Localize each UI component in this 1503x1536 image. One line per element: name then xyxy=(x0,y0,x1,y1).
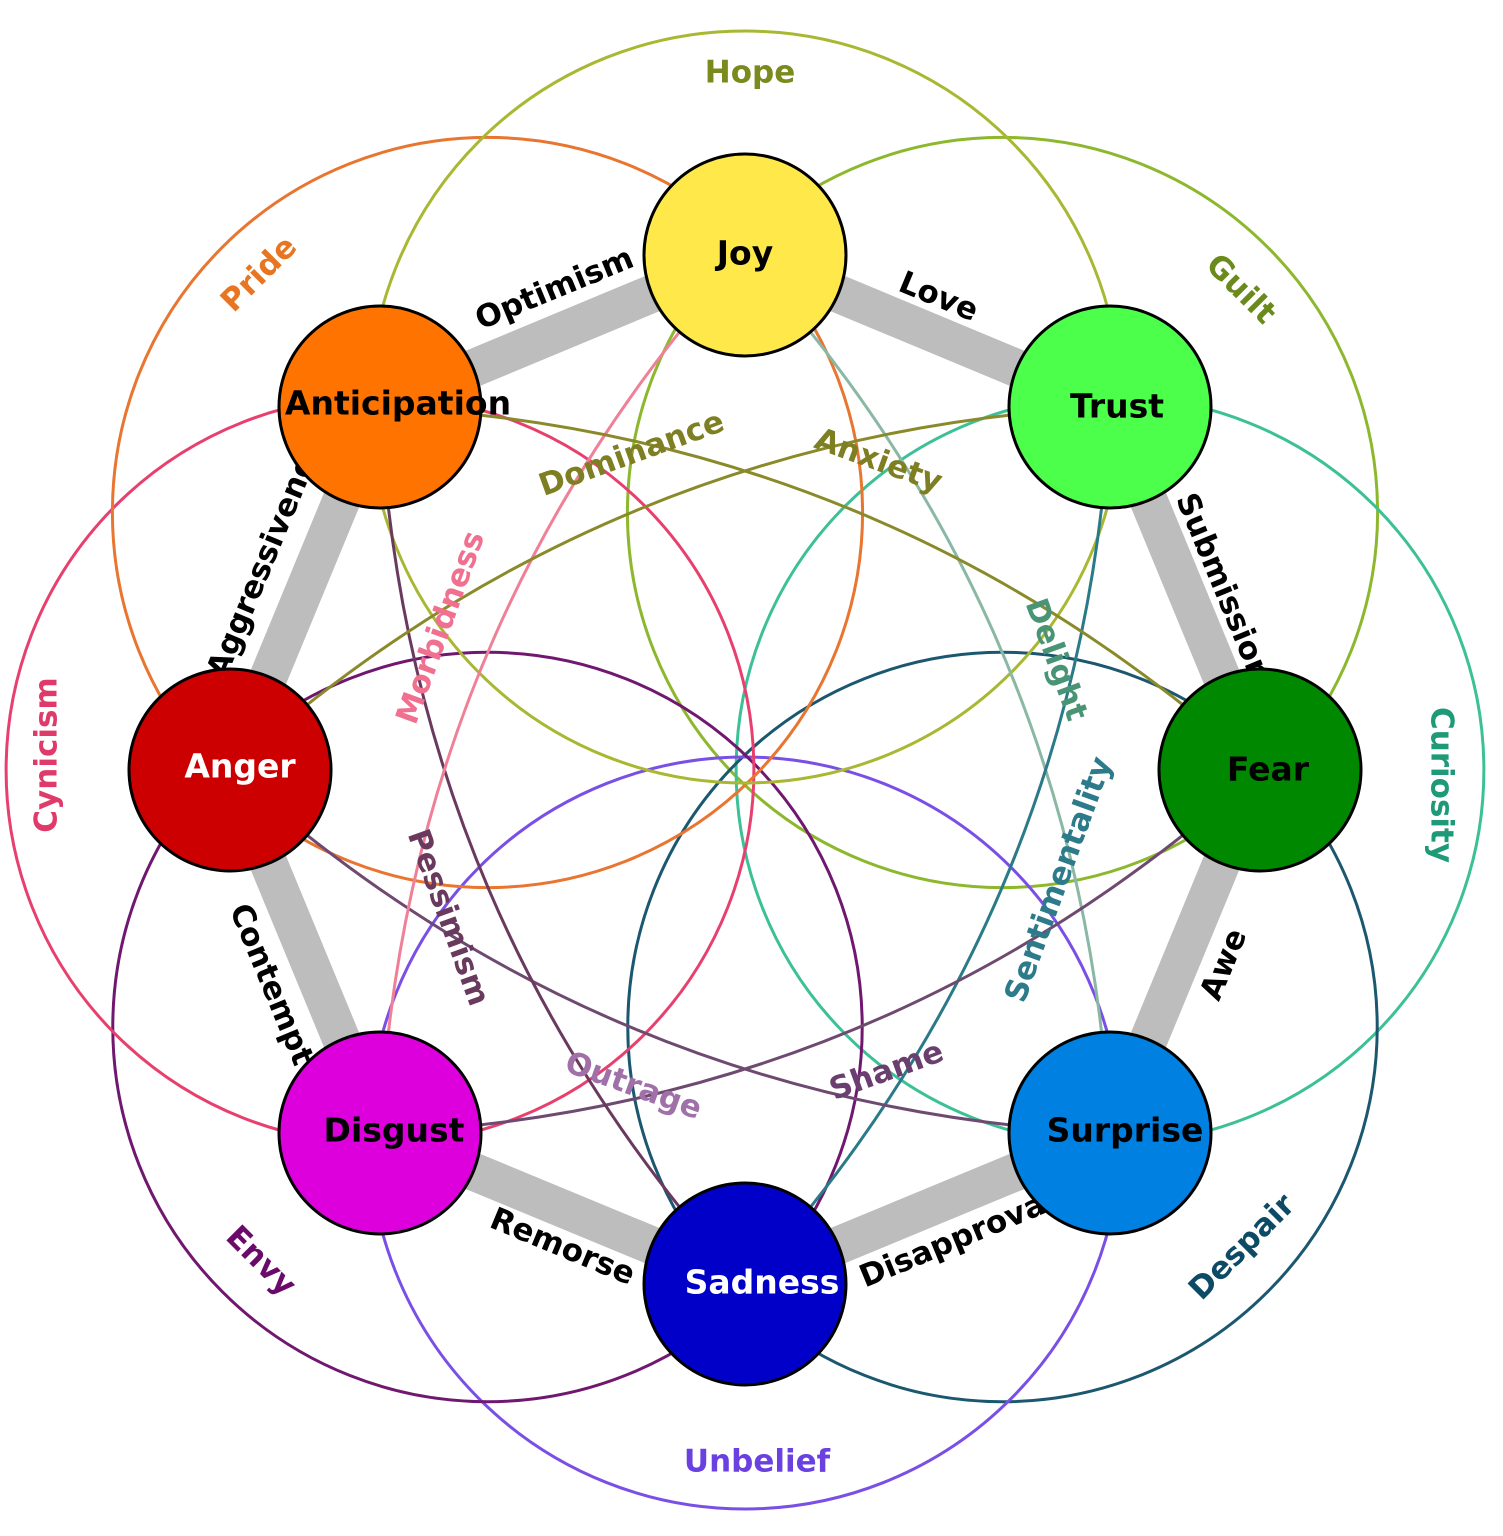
dyad-label-envy: Envy xyxy=(219,1219,304,1304)
node-trust: Trust xyxy=(1007,304,1213,510)
node-disgust: Disgust xyxy=(277,1030,483,1236)
dyad-label-outrage: Outrage xyxy=(560,1044,706,1127)
sadness-label: Sadness xyxy=(685,1263,840,1302)
tertiary-line-dominance xyxy=(228,405,1111,772)
dyad-label-morbidness: Morbidness xyxy=(389,526,492,729)
dyad-label-hope: Hope xyxy=(705,55,795,91)
anger-circle xyxy=(127,667,333,873)
dyad-label-unbelief: Unbelief xyxy=(684,1444,831,1480)
node-anticipation: Anticipation xyxy=(277,304,511,510)
tertiary-line-anxiety xyxy=(379,405,1262,772)
tertiary-dyad-lines xyxy=(228,253,1262,1286)
dyad-label-despair: Despair xyxy=(1182,1186,1303,1307)
dyad-label-anxiety: Anxiety xyxy=(810,421,947,500)
primary-emotion-nodes: Joy Trust Fear Surprise Sadness Disgust … xyxy=(127,152,1363,1387)
disgust-circle xyxy=(277,1030,483,1236)
dyad-label-pessimism: Pessimism xyxy=(400,824,497,1010)
dyad-label-curiosity: Curiosity xyxy=(1424,707,1460,863)
tertiary-line-morbidness xyxy=(378,253,747,1134)
tertiary-line-pessimism xyxy=(378,406,747,1286)
joy-circle xyxy=(642,152,848,358)
fear-circle xyxy=(1157,667,1363,873)
trust-circle xyxy=(1007,304,1213,510)
anticipation-label: Anticipation xyxy=(285,384,511,423)
fear-label: Fear xyxy=(1227,750,1310,789)
node-fear: Fear xyxy=(1157,667,1363,873)
surprise-label: Surprise xyxy=(1047,1111,1204,1150)
tertiary-line-outrage xyxy=(228,768,1111,1135)
dyad-label-dominance: Dominance xyxy=(534,403,729,503)
node-surprise: Surprise xyxy=(1007,1030,1213,1236)
tertiary-line-shame xyxy=(379,768,1262,1135)
sadness-circle xyxy=(642,1181,848,1387)
disgust-label: Disgust xyxy=(324,1111,465,1150)
node-sadness: Sadness xyxy=(642,1181,848,1387)
joy-label: Joy xyxy=(715,234,773,273)
node-anger: Anger xyxy=(127,667,333,873)
dyad-label-cynicism: Cynicism xyxy=(29,677,65,832)
dyad-label-guilt: Guilt xyxy=(1199,247,1284,332)
tertiary-line-delight xyxy=(743,253,1112,1134)
surprise-circle xyxy=(1007,1030,1213,1236)
anger-label: Anger xyxy=(184,747,296,786)
dyad-label-sentimentality: Sentimentality xyxy=(998,752,1120,1007)
trust-label: Trust xyxy=(1070,387,1164,426)
dyad-label-delight: Delight xyxy=(1018,594,1095,726)
node-joy: Joy xyxy=(642,152,848,358)
anticipation-circle xyxy=(277,304,483,510)
tertiary-line-sentimentality xyxy=(743,406,1112,1286)
